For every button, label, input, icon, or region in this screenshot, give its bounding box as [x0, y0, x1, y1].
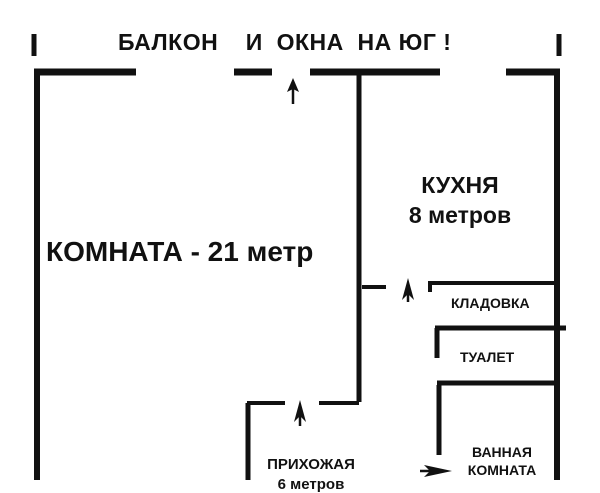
hallway-label: ПРИХОЖАЯ 6 метров	[252, 457, 370, 492]
bathroom-label: ВАННАЯ КОМНАТА	[452, 445, 552, 477]
balcony-note: БАЛКОН И ОКНА НА ЮГ !	[118, 29, 452, 55]
door-arrow-icon	[287, 78, 299, 104]
inner-walls	[245, 72, 566, 480]
kitchen-name: КУХНЯ	[421, 172, 499, 198]
bathroom-line1: ВАННАЯ	[472, 444, 532, 460]
door-arrow-icon	[420, 465, 452, 477]
door-arrows	[287, 78, 452, 477]
door-arrow-icon	[402, 278, 414, 302]
kitchen-label: КУХНЯ 8 метров	[390, 174, 530, 227]
door-arrow-icon	[294, 400, 306, 426]
toilet-label: ТУАЛЕТ	[460, 349, 515, 365]
floor-plan	[31, 34, 566, 480]
outer-walls	[31, 34, 562, 480]
storage-label: КЛАДОВКА	[451, 295, 530, 311]
kitchen-area: 8 метров	[408, 202, 512, 228]
hallway-name: ПРИХОЖАЯ	[267, 456, 355, 473]
hallway-area: 6 метров	[277, 476, 345, 493]
bathroom-line2: КОМНАТА	[467, 462, 537, 478]
living-room-label: КОМНАТА - 21 метр	[46, 236, 314, 267]
